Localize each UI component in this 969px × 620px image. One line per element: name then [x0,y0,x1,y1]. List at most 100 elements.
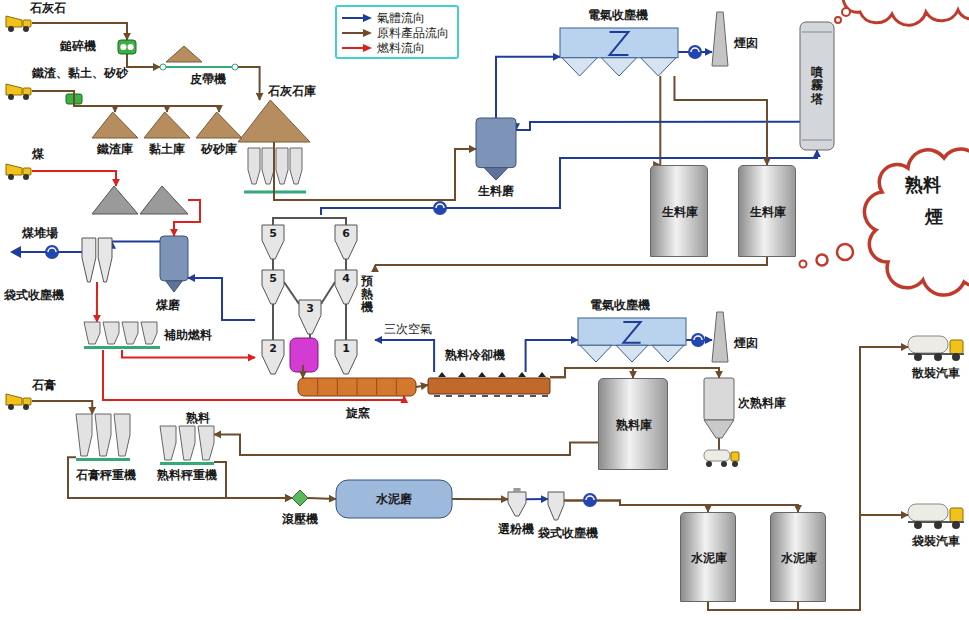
illustration-part [433,201,447,215]
flow-line [375,257,767,265]
illustration-part [800,22,834,150]
filter1-shape [548,492,564,520]
raw-mill: 生料磨 [476,118,516,180]
illustration-part [357,379,358,395]
flow-line [550,368,719,378]
cooler-shape [428,372,550,398]
flow-line [308,498,336,499]
tanker-shape [908,332,964,362]
fan-icon [691,333,705,347]
flow-line [416,385,428,387]
legend-arrow [341,13,373,23]
fan-icon [433,201,447,215]
illustration-part [262,270,284,304]
node-label: 鎚碎機 [60,39,96,53]
node-label: 石膏秤重機 [76,468,136,482]
illustration-part [508,492,526,516]
illustration-part [610,32,629,55]
node-label: 3 [306,301,314,316]
node-label: 煙囱 [734,336,758,350]
node-label: 黏土庫 [149,142,185,156]
illustration-part [342,17,365,19]
truck-icon: 石灰石 [6,14,32,32]
illustration-part [198,426,214,460]
node-label: 鐵渣庫 [97,142,133,156]
illustration-part [45,245,59,259]
illustration-part [298,378,416,396]
illustration-part [290,148,302,184]
illustration-part [290,338,318,372]
illustration-part [238,100,310,142]
illustration-part [23,94,29,100]
flow-line [112,241,160,243]
node-label: 石灰石 [30,1,66,15]
tanker-shape [908,500,964,530]
pile-shape [92,112,138,138]
illustration-part [842,8,850,16]
illustration-part [179,426,195,460]
node-label: 熟料庫 [616,418,652,432]
flow-line [122,350,255,358]
illustration-part [484,168,508,180]
node-label: 水泥庫 [691,551,727,565]
silo: 生料庫 [650,165,708,257]
cement-mill: 水泥磨 [336,480,452,518]
fuel-hopper: 補助燃料 [84,322,160,350]
node-label: 預熱機 [361,275,373,315]
truck-shape [6,392,32,410]
diamond-shape [292,490,308,506]
preheater-tower: 5654321預熱機 [255,215,375,365]
fan-icon [583,493,597,507]
illustration-part [538,372,546,377]
node-label: 5 [269,226,277,241]
illustration-part [76,458,130,461]
illustration-part [476,118,516,168]
chimney-shape [712,312,728,362]
flow-line [526,498,548,500]
flow-line [659,76,661,165]
callout-cloud: 熟料煙 [868,150,969,290]
flow-line [496,57,560,118]
silo: 水泥庫 [770,512,826,602]
illustration-part [122,322,138,344]
hop3-shape [160,426,214,466]
flow-line [274,142,476,200]
illustration-part [458,395,464,397]
illustration-part [562,58,597,76]
flow-line [68,457,292,498]
illustration-part [160,426,176,460]
illustration-part [586,496,594,500]
illustration-part [262,225,284,259]
node-label: 袋式收塵機 [4,288,64,302]
illustration-part [92,112,138,138]
node-label: 4 [342,271,350,286]
node-label: 水泥磨 [376,492,412,506]
flow-line [452,498,508,500]
crusher: 鎚碎機 [118,40,136,54]
stockpile: 黏土庫 [144,112,190,138]
illustration-part [446,395,452,397]
legend-arrow [341,43,373,53]
illustration-part [691,48,699,52]
illustration-part [345,259,347,270]
illustration-part [694,336,702,340]
stockpile: 矽砂庫 [196,112,242,138]
illustration-part [652,345,684,362]
mill-shape [476,118,516,180]
truck-icon: 石膏 [6,392,32,410]
cloud-shape [868,150,969,290]
rotary-kiln: 旋窯 [298,378,416,396]
flow-line [188,278,255,320]
edge-label: 三次空氣 [383,322,433,336]
silo: 熟料庫 [598,378,668,470]
node-label: 煤磨 [156,298,180,312]
illustration-part [118,40,136,54]
flow-line [375,340,434,372]
weigh-feeder: 熟料秤重機 [160,426,214,466]
pile-shape [238,100,310,142]
node-label: 熟料冷卻機 [445,348,505,362]
illustration-part [376,379,377,395]
node-label: 袋裝汽車 [912,534,960,548]
node-label: 1 [342,341,350,356]
illustration-part [428,378,550,394]
